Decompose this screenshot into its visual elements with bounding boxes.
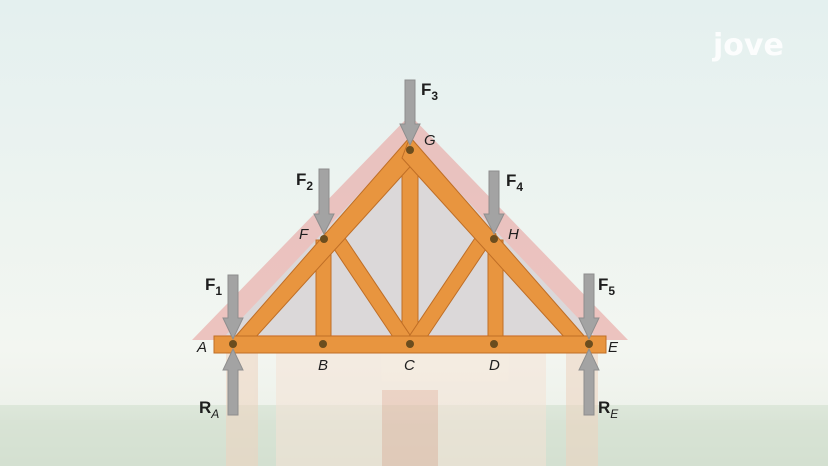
joint-dots — [229, 146, 593, 348]
member-GC — [401, 149, 419, 345]
joint-F — [320, 235, 328, 243]
jove-logo: jove — [712, 28, 784, 63]
force-RE-main: R — [598, 398, 610, 417]
force-F4-main: F — [506, 171, 516, 190]
arrow-F4 — [483, 170, 505, 236]
force-RA-sub: A — [210, 407, 219, 421]
joint-C — [406, 340, 414, 348]
house-door — [382, 390, 438, 466]
label-G: G — [424, 132, 436, 149]
force-RE-sub: E — [610, 407, 619, 421]
joint-E — [585, 340, 593, 348]
arrow-F5 — [578, 273, 600, 341]
force-label-F4: F4 — [506, 171, 523, 194]
arrow-RA — [222, 347, 244, 416]
label-F: F — [299, 226, 309, 243]
force-F5-main: F — [598, 275, 608, 294]
force-RA-main: R — [199, 398, 211, 417]
joint-A — [229, 340, 237, 348]
arrow-F1 — [222, 274, 244, 341]
force-F1-sub: 1 — [215, 284, 222, 298]
label-D: D — [489, 357, 500, 374]
reaction-arrows — [222, 347, 600, 416]
force-F5-sub: 5 — [608, 284, 615, 298]
arrow-F2 — [313, 168, 335, 236]
force-F4-sub: 4 — [516, 180, 523, 194]
joint-D — [490, 340, 498, 348]
load-arrows — [222, 79, 600, 341]
label-H: H — [508, 226, 519, 243]
force-label-RE: RE — [598, 398, 619, 421]
force-label-F1: F1 — [205, 275, 222, 298]
force-F3-sub: 3 — [431, 89, 438, 103]
force-label-RA: RA — [199, 398, 219, 421]
house-background — [226, 350, 598, 466]
arrow-RE — [578, 347, 600, 416]
joint-B — [319, 340, 327, 348]
force-F2-sub: 2 — [306, 179, 313, 193]
force-F1-main: F — [205, 275, 215, 294]
label-E: E — [608, 339, 619, 356]
force-label-F5: F5 — [598, 275, 615, 298]
joint-G — [406, 146, 414, 154]
joint-H — [490, 235, 498, 243]
arrow-F3 — [399, 79, 421, 147]
force-label-F3: F3 — [421, 80, 438, 103]
force-F3-main: F — [421, 80, 431, 99]
label-B: B — [318, 357, 328, 374]
force-F2-main: F — [296, 170, 306, 189]
label-C: C — [404, 357, 415, 374]
force-label-F2: F2 — [296, 170, 313, 193]
truss — [213, 136, 607, 354]
label-A: A — [196, 339, 207, 356]
